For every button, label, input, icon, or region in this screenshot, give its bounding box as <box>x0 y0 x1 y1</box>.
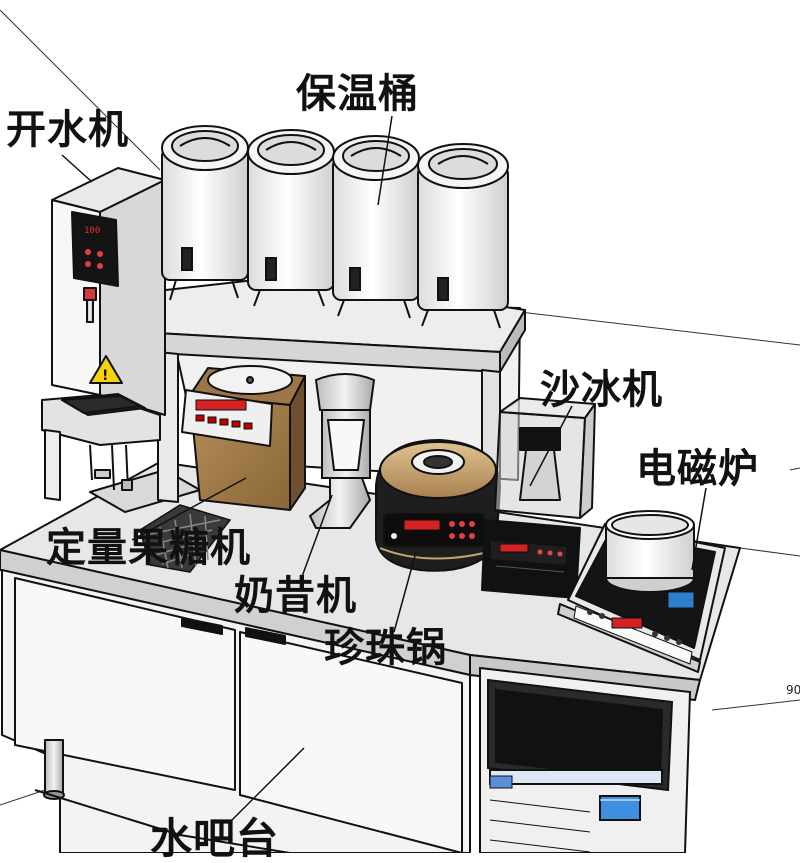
barrel-3 <box>332 135 420 319</box>
leader-fructose-dispenser <box>131 477 247 541</box>
leader-water-dispenser <box>61 154 93 183</box>
leader-milkshake-machine <box>299 494 333 583</box>
leader-slush-machine <box>529 405 573 487</box>
dispenser-display-reading: 100 <box>84 226 100 236</box>
induction-cooker <box>557 510 726 673</box>
label-induction-cooker: 电磁炉 <box>636 446 759 492</box>
slush-machine <box>481 397 596 599</box>
svg-text:!: ! <box>102 368 108 384</box>
dimension-fragment: 90 <box>786 683 800 697</box>
label-pearl-cooker: 珍珠锅 <box>324 625 447 671</box>
water-dispenser: 100 ! <box>41 167 166 501</box>
fructose-dispenser <box>181 365 306 511</box>
label-slush-machine: 沙冰机 <box>540 367 663 413</box>
insulated-barrels <box>161 125 509 329</box>
ice-machine <box>479 666 692 853</box>
pearl-cooker <box>375 438 502 572</box>
callout-leader-lines <box>61 115 707 821</box>
leader-pearl-cooker <box>393 551 417 633</box>
label-water-dispenser: 开水机 <box>6 107 129 153</box>
leader-insulated-barrels <box>377 115 393 206</box>
background-guide-lines <box>0 9 800 806</box>
label-insulated-barrels: 保温桶 <box>296 71 419 117</box>
leader-water-bar <box>231 747 305 821</box>
label-water-bar: 水吧台 <box>150 814 280 863</box>
drain-mat <box>139 504 232 573</box>
label-fructose-dispenser: 定量果糖机 <box>46 525 251 571</box>
leader-induction-cooker <box>691 487 707 571</box>
barrel-2 <box>247 129 335 307</box>
label-milkshake-machine: 奶昔机 <box>234 573 357 619</box>
barrel-4 <box>417 143 509 329</box>
barrel-1 <box>161 125 249 301</box>
milkshake-machine <box>308 373 376 529</box>
